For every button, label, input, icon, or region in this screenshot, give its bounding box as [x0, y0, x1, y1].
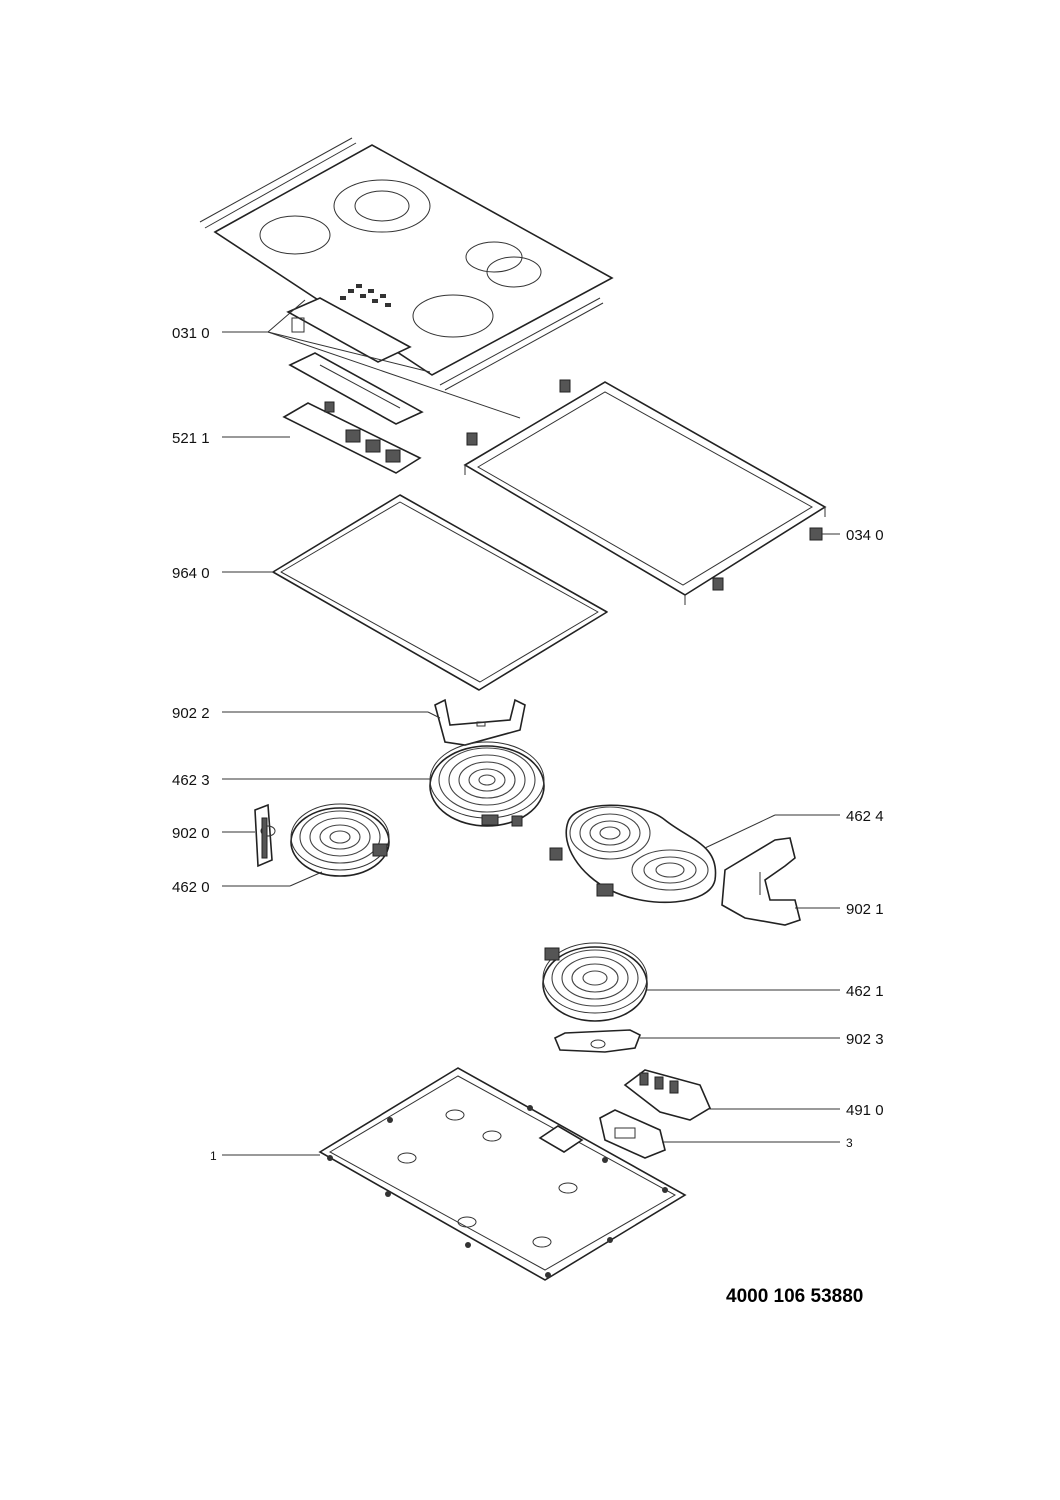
base-plate-part: [318, 1067, 687, 1281]
bracket-9022-part: [434, 698, 526, 746]
bracket-9020-part: [254, 803, 276, 868]
label-031: 031 0: [172, 325, 210, 342]
gasket-part: [272, 494, 608, 691]
heater-4621-part: [542, 942, 648, 1022]
label-3: 3: [846, 1136, 853, 1150]
clamp-part: [599, 1109, 666, 1159]
label-964: 964 0: [172, 565, 210, 582]
heater-4620-part: [290, 803, 390, 877]
leader-lines: [222, 299, 840, 1156]
heater-4623-part: [429, 741, 545, 827]
label-4623: 462 3: [172, 772, 210, 789]
label-521: 521 1: [172, 430, 210, 447]
label-1: 1: [210, 1149, 217, 1163]
terminal-block-part: [623, 1069, 712, 1121]
label-4621: 462 1: [846, 983, 884, 1000]
label-9022: 902 2: [172, 705, 210, 722]
heater-4624-part: [549, 804, 717, 904]
bracket-9021-part: [721, 837, 801, 926]
label-491: 491 0: [846, 1102, 884, 1119]
glass-top-part: [199, 137, 614, 391]
label-4620: 462 0: [172, 879, 210, 896]
bracket-9023-part: [553, 1029, 642, 1053]
label-034: 034 0: [846, 527, 884, 544]
label-4624: 462 4: [846, 808, 884, 825]
label-9023: 902 3: [846, 1031, 884, 1048]
document-number: 4000 106 53880: [726, 1286, 863, 1307]
control-housing-part: [286, 297, 424, 425]
label-9020: 902 0: [172, 825, 210, 842]
label-9021: 902 1: [846, 901, 884, 918]
frame-part: [463, 379, 827, 605]
electronic-board-part: [282, 401, 422, 474]
